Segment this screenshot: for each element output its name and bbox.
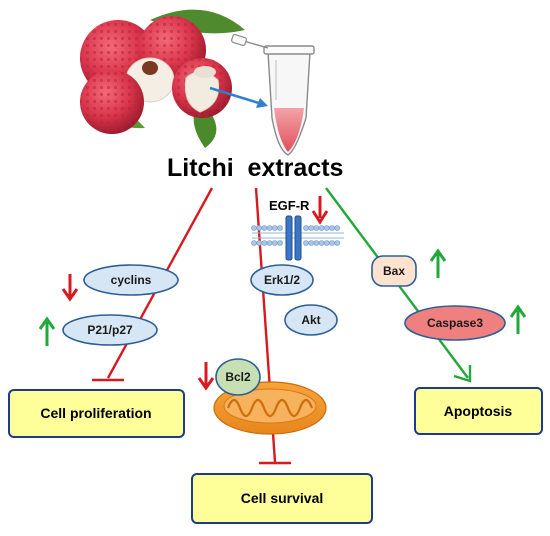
- lipid-head-icon: [251, 240, 257, 246]
- lipid-head-icon: [277, 240, 283, 246]
- lipid-head-icon: [271, 225, 278, 231]
- lipid-head-icon: [313, 225, 320, 231]
- survival-label: Cell survival: [241, 490, 324, 506]
- lipid-head-icon: [271, 240, 278, 246]
- proliferation-label: Cell proliferation: [40, 405, 151, 421]
- up-arrow-icon: [429, 248, 447, 278]
- lipid-head-icon: [334, 240, 341, 246]
- caspase3-label: Caspase3: [427, 316, 483, 330]
- down-arrow-icon: [197, 362, 215, 391]
- akt-label: Akt: [301, 313, 320, 327]
- lipid-head-icon: [318, 225, 325, 231]
- lipid-head-icon: [334, 225, 341, 231]
- cyclins-label: cyclins: [111, 273, 152, 287]
- litchi-fruit-image: [80, 9, 245, 148]
- outcome-apoptosis: Apoptosis: [414, 387, 543, 435]
- lipid-head-icon: [277, 225, 283, 231]
- egfr-receptor-icon: [285, 215, 302, 261]
- bax-label: Bax: [383, 264, 405, 278]
- test-tube-icon: [231, 33, 315, 156]
- lipid-head-icon: [303, 225, 309, 231]
- lipid-head-icon: [313, 240, 320, 246]
- lipid-head-icon: [261, 225, 268, 231]
- node-cyclins: cyclins: [83, 264, 179, 296]
- lipid-head-icon: [256, 225, 263, 231]
- lipid-head-icon: [303, 240, 309, 246]
- node-erk: Erk1/2: [250, 264, 314, 296]
- lipid-head-icon: [318, 240, 325, 246]
- erk-label: Erk1/2: [264, 273, 300, 287]
- up-arrow-icon: [509, 304, 527, 334]
- node-bax: Bax: [371, 255, 417, 287]
- bcl2-label: Bcl2: [225, 370, 251, 384]
- lipid-head-icon: [251, 225, 257, 231]
- down-arrow-icon: [61, 274, 79, 302]
- node-p21-p27: P21/p27: [62, 314, 158, 346]
- node-caspase3: Caspase3: [404, 305, 506, 341]
- lipid-head-icon: [266, 225, 273, 231]
- node-akt: Akt: [284, 304, 338, 336]
- up-arrow-icon: [38, 316, 56, 346]
- down-arrow-icon: [311, 196, 329, 225]
- lipid-head-icon: [308, 225, 315, 231]
- cell-membrane: [251, 225, 344, 246]
- lipid-head-icon: [261, 240, 268, 246]
- lipid-head-icon: [266, 240, 273, 246]
- node-bcl2: Bcl2: [215, 358, 261, 396]
- lipid-head-icon: [256, 240, 263, 246]
- lipid-head-icon: [329, 225, 335, 231]
- lipid-head-icon: [323, 225, 330, 231]
- p21-p27-label: P21/p27: [87, 323, 133, 337]
- outcome-cell-survival: Cell survival: [191, 473, 373, 524]
- blue-arrow: [209, 86, 268, 108]
- outcome-cell-proliferation: Cell proliferation: [8, 389, 185, 438]
- apoptosis-label: Apoptosis: [444, 403, 513, 419]
- lipid-head-icon: [308, 240, 315, 246]
- egfr-label: EGF-R: [269, 198, 310, 213]
- lipid-head-icon: [329, 240, 335, 246]
- lipid-head-icon: [323, 240, 330, 246]
- diagram-title: Litchi extracts: [167, 154, 343, 182]
